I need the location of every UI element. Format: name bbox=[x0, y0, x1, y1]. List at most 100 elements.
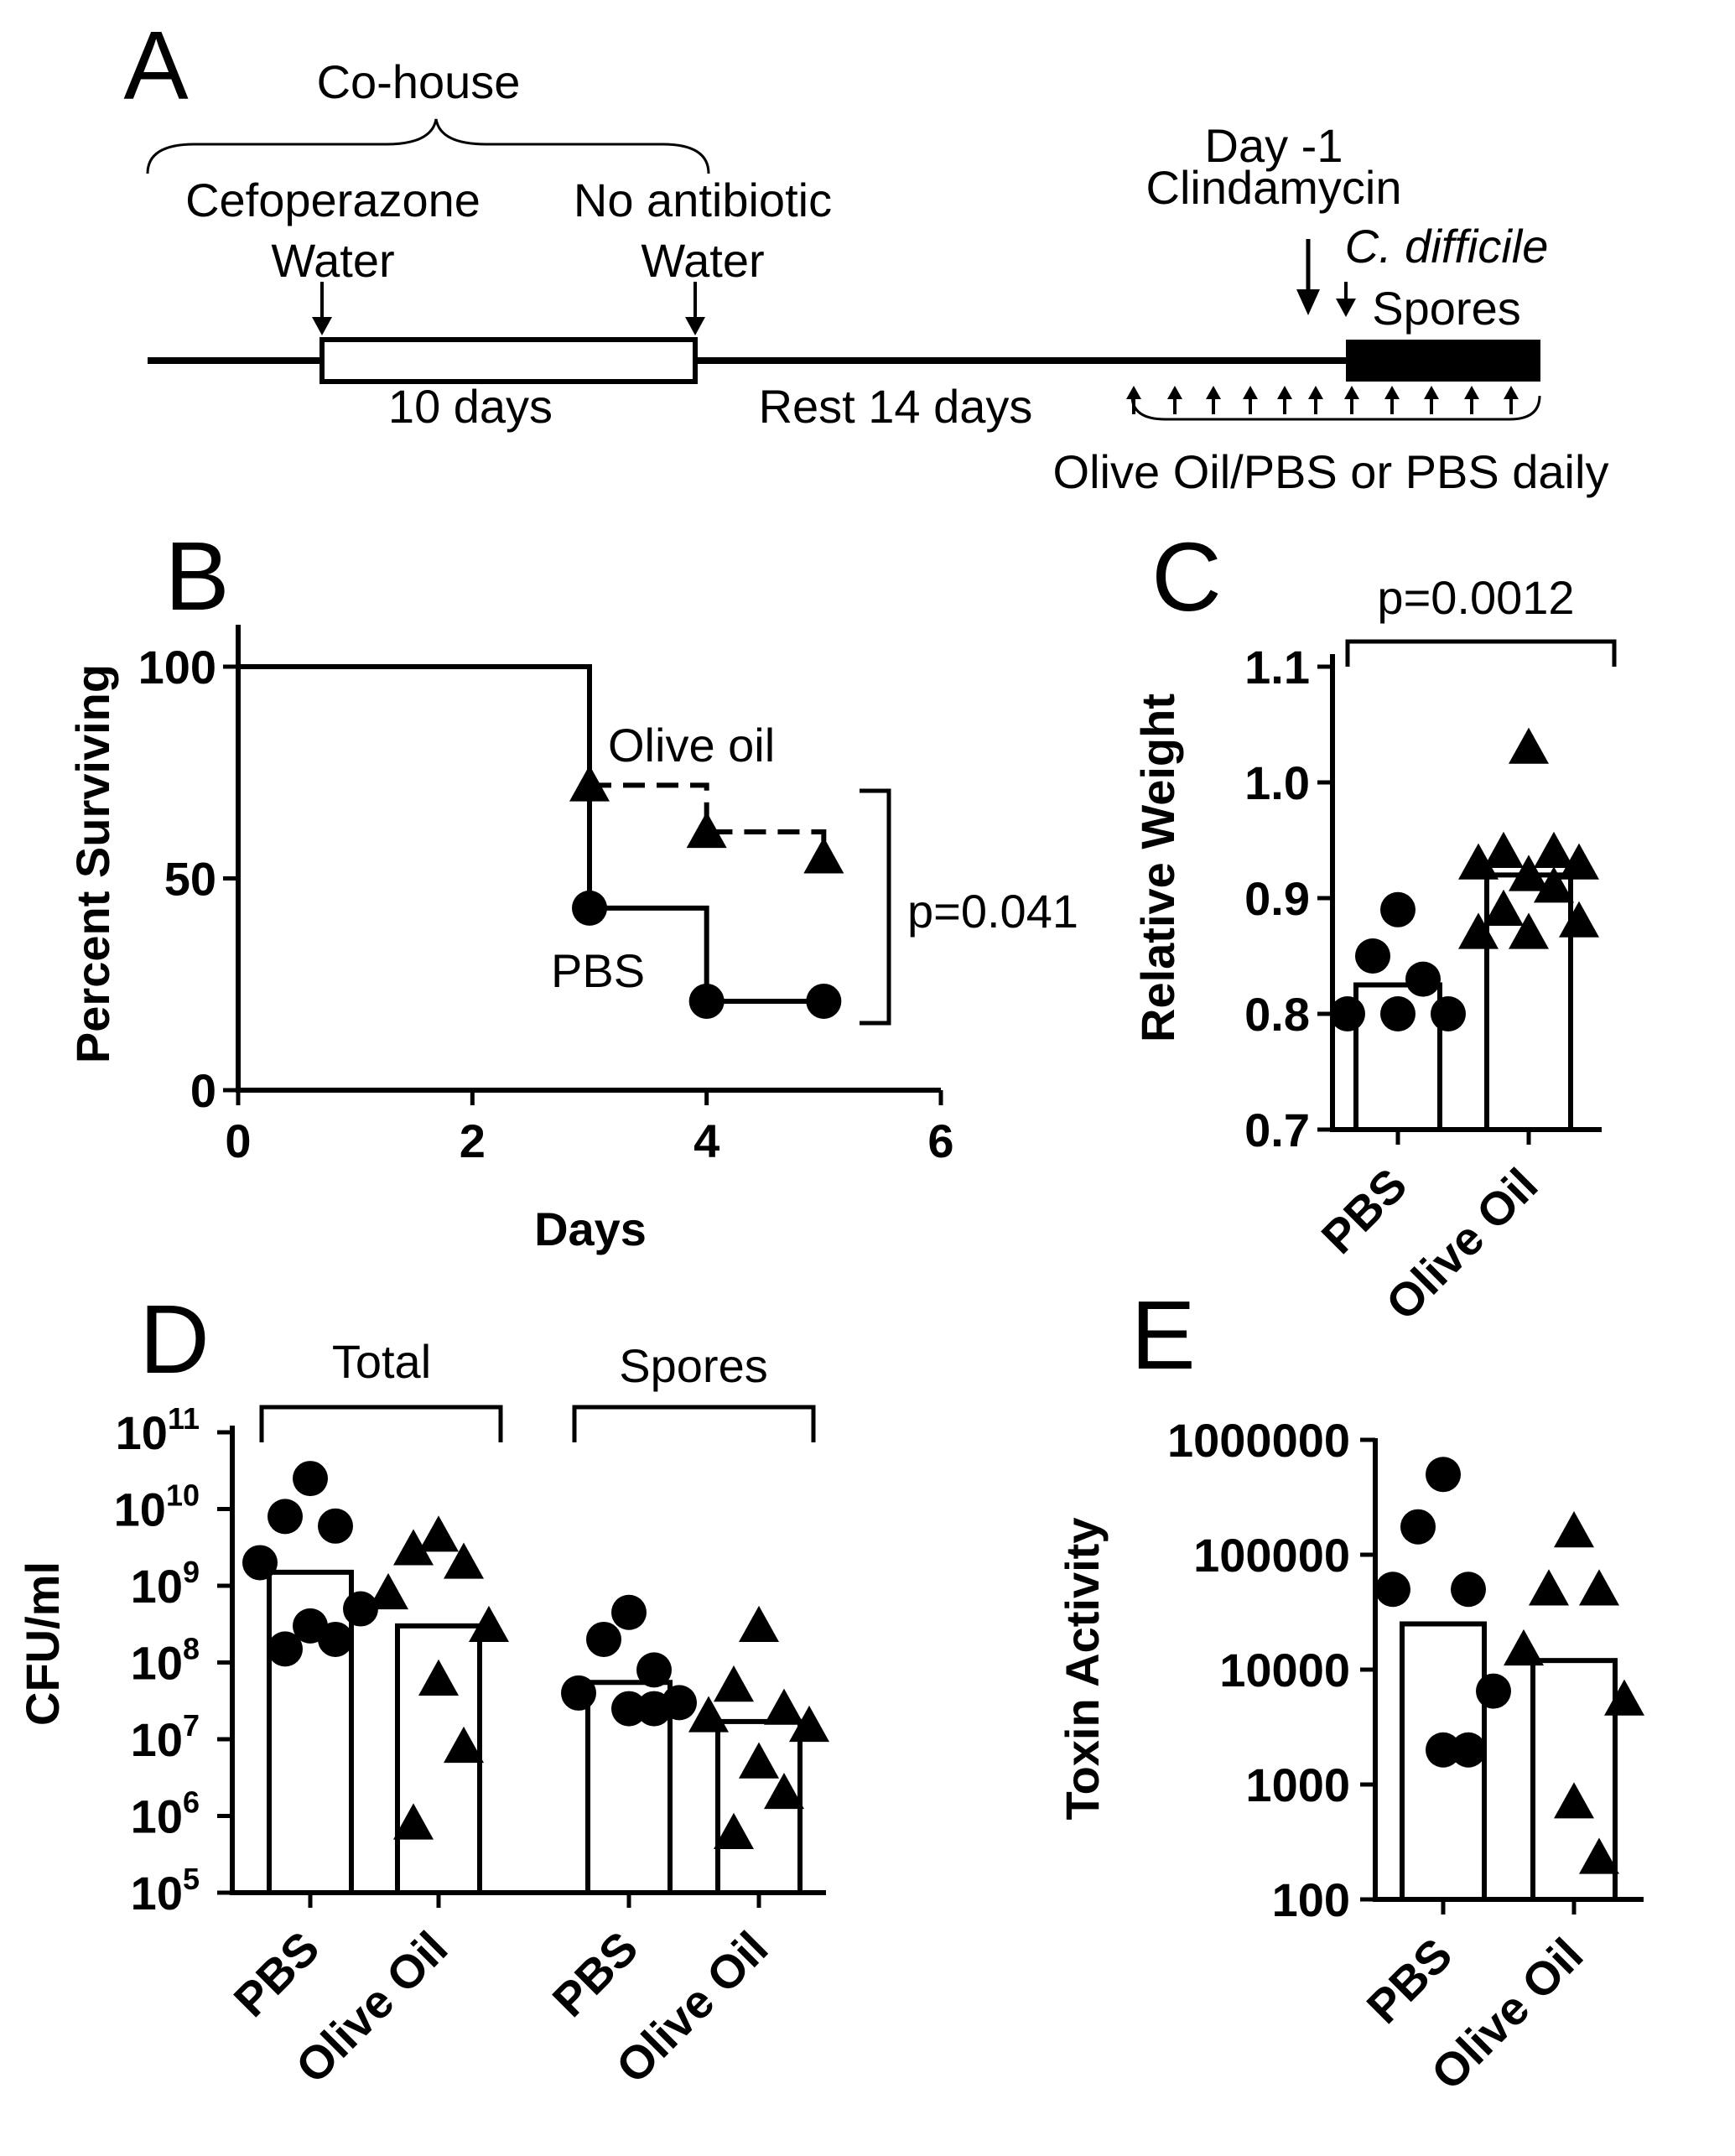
point-d-2-5 bbox=[611, 1691, 647, 1727]
point-d-2-6 bbox=[636, 1691, 672, 1727]
point-d-0-0 bbox=[293, 1461, 328, 1497]
rest-14-days-label: Rest 14 days bbox=[759, 380, 1033, 433]
point-d-3-7 bbox=[714, 1812, 754, 1849]
daily-arrow-head-3 bbox=[1243, 386, 1258, 399]
point-c-olive-7 bbox=[1483, 889, 1524, 926]
point-c-pbs-5 bbox=[1380, 996, 1416, 1031]
cefoperazone-period-box bbox=[319, 337, 698, 384]
point-d-1-2 bbox=[444, 1542, 484, 1579]
survival-point-olive-4 bbox=[803, 837, 844, 874]
daily-arrow-head-4 bbox=[1277, 386, 1292, 399]
infection-period-bar bbox=[1346, 340, 1540, 382]
y-tick-label-d-6: 1011 bbox=[116, 1401, 200, 1459]
y-tick-label-e-3: 100000 bbox=[1193, 1529, 1350, 1582]
point-d-1-6 bbox=[444, 1726, 484, 1764]
point-e-pbs-6 bbox=[1451, 1732, 1486, 1768]
point-e-olive-5 bbox=[1554, 1782, 1594, 1819]
point-c-pbs-2 bbox=[1405, 961, 1441, 997]
point-e-pbs-3 bbox=[1375, 1572, 1410, 1608]
y-tick-label-c-4: 1.1 bbox=[1244, 641, 1310, 694]
significance-bracket-c bbox=[1345, 639, 1617, 667]
point-d-3-1 bbox=[714, 1665, 754, 1702]
y-tick-label-d-1: 106 bbox=[131, 1785, 200, 1843]
ten-days-label: 10 days bbox=[388, 380, 553, 433]
daily-arrow-head-8 bbox=[1424, 386, 1439, 399]
category-label-d-0: PBS bbox=[224, 1921, 330, 2027]
point-d-1-3 bbox=[368, 1572, 408, 1610]
category-label-c-0: PBS bbox=[1312, 1158, 1417, 1264]
point-e-pbs-0 bbox=[1426, 1457, 1461, 1493]
point-d-2-1 bbox=[586, 1621, 621, 1657]
point-c-olive-1 bbox=[1483, 831, 1524, 868]
point-c-olive-4 bbox=[1559, 843, 1599, 880]
cefoperazone-water-label: Water bbox=[271, 234, 394, 287]
point-d-0-1 bbox=[268, 1499, 303, 1535]
y-tick-label-b-2: 100 bbox=[138, 641, 216, 694]
point-e-pbs-1 bbox=[1400, 1509, 1436, 1545]
point-c-olive-6 bbox=[1534, 866, 1574, 903]
point-e-olive-3 bbox=[1504, 1629, 1544, 1666]
point-c-olive-5 bbox=[1509, 855, 1549, 891]
y-axis-label-b: Percent Surviving bbox=[66, 664, 119, 1063]
series-b bbox=[238, 664, 844, 1019]
y-tick-label-c-1: 0.8 bbox=[1244, 988, 1310, 1041]
survival-point-pbs-3 bbox=[688, 983, 725, 1019]
panel-letter-d: D bbox=[139, 1285, 210, 1394]
daily-arrow-head-9 bbox=[1464, 386, 1479, 399]
point-c-olive-8 bbox=[1559, 901, 1599, 938]
p-value-c: p=0.0012 bbox=[1377, 571, 1574, 624]
arrow-clindamycin bbox=[1296, 239, 1320, 315]
daily-arrow-head-7 bbox=[1384, 386, 1400, 399]
day-minus-one-label: Day -1 bbox=[1205, 119, 1343, 172]
point-e-pbs-4 bbox=[1476, 1673, 1511, 1709]
group-label-spores: Spores bbox=[619, 1339, 767, 1392]
point-d-3-6 bbox=[764, 1772, 804, 1810]
y-tick-label-c-2: 0.9 bbox=[1244, 872, 1310, 925]
x-tick-label-b-1: 2 bbox=[460, 1114, 486, 1167]
y-tick-label-c-3: 1.0 bbox=[1244, 756, 1310, 809]
clindamycin-label: Clindamycin bbox=[1146, 161, 1402, 214]
survival-line-1 bbox=[238, 664, 824, 1004]
y-tick-label-d-2: 107 bbox=[131, 1708, 200, 1766]
no-antibiotic-label: No antibiotic bbox=[574, 174, 832, 226]
cohouse-brace bbox=[146, 118, 710, 174]
panel-letter-e: E bbox=[1130, 1281, 1195, 1390]
point-c-pbs-0 bbox=[1380, 891, 1416, 927]
point-d-0-7 bbox=[268, 1631, 303, 1667]
point-e-pbs-2 bbox=[1451, 1572, 1486, 1608]
cefoperazone-label: Cefoperazone bbox=[185, 174, 481, 226]
point-c-pbs-3 bbox=[1330, 996, 1365, 1031]
point-d-0-4 bbox=[343, 1591, 378, 1627]
category-label-e-0: PBS bbox=[1357, 1928, 1462, 2034]
survival-point-pbs-2 bbox=[572, 890, 607, 926]
daily-arrow-head-0 bbox=[1126, 386, 1141, 399]
point-d-3-4 bbox=[789, 1705, 829, 1743]
point-c-olive-10 bbox=[1509, 912, 1549, 949]
point-c-pbs-1 bbox=[1355, 938, 1390, 974]
series-label-pbs: PBS bbox=[551, 944, 645, 997]
y-axis-label-e: Toxin Activity bbox=[1056, 1518, 1109, 1821]
daily-arrow-head-2 bbox=[1206, 386, 1221, 399]
point-e-pbs-5 bbox=[1426, 1732, 1461, 1768]
p-value-b: p=0.041 bbox=[907, 885, 1078, 938]
arrow-antibiotic-end bbox=[685, 282, 705, 335]
y-tick-label-d-0: 105 bbox=[131, 1862, 200, 1920]
point-d-1-4 bbox=[469, 1605, 509, 1643]
point-c-olive-9 bbox=[1458, 912, 1499, 949]
y-tick-label-e-0: 100 bbox=[1272, 1873, 1350, 1926]
daily-arrow-head-5 bbox=[1308, 386, 1323, 399]
y-tick-label-d-3: 108 bbox=[131, 1632, 200, 1690]
survival-point-pbs-4 bbox=[806, 983, 842, 1019]
spores-label: Spores bbox=[1372, 282, 1520, 335]
series-label-olive-oil: Olive oil bbox=[608, 719, 775, 771]
arrow-c-difficile-spores bbox=[1336, 282, 1356, 317]
group-bracket-spores bbox=[572, 1405, 816, 1442]
y-tick-label-e-4: 1000000 bbox=[1167, 1414, 1350, 1467]
daily-treatment-label: Olive Oil/PBS or PBS daily bbox=[1053, 445, 1609, 498]
panel-letter-b: B bbox=[164, 522, 229, 631]
